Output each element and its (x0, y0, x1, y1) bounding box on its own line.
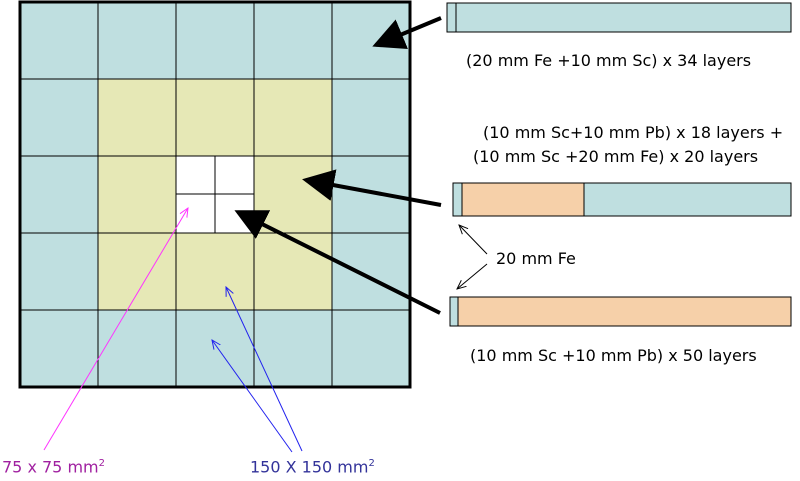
small-cell-size-text: 75 x 75 mm (2, 457, 99, 477)
module-bar-3 (449, 296, 792, 327)
arrow-small-cell (43, 208, 188, 451)
module1-label: (20 mm Fe +10 mm Sc) x 34 layers (466, 51, 752, 70)
arrow-large-cell-2 (212, 340, 293, 453)
large-cell-size-label: 150 X 150 mm2 (250, 459, 375, 475)
outer-border (18, 0, 412, 389)
module-bar-2 (452, 182, 792, 217)
module2-label-line1: (10 mm Sc+10 mm Pb) x 18 layers + (483, 123, 784, 142)
module-bar-1 (446, 2, 792, 33)
arrow-outer-cell (372, 16, 442, 50)
small-cell-size-label: 75 x 75 mm2 (2, 459, 105, 475)
fe-label: 20 mm Fe (496, 249, 576, 268)
arrow-large-cell-1 (226, 287, 303, 452)
arrow-fe-lower (457, 263, 488, 289)
arrow-center-cell (234, 210, 441, 315)
large-cell-size-sup: 2 (368, 458, 375, 469)
module3-label: (10 mm Sc +10 mm Pb) x 50 layers (470, 346, 757, 365)
small-cell-size-sup: 2 (98, 458, 105, 469)
large-cell-size-text: 150 X 150 mm (250, 457, 369, 477)
arrow-fe-upper (459, 225, 488, 255)
module2-label-line2: (10 mm Sc +20 mm Fe) x 20 layers (473, 147, 759, 166)
arrow-middle-cell (302, 169, 442, 207)
